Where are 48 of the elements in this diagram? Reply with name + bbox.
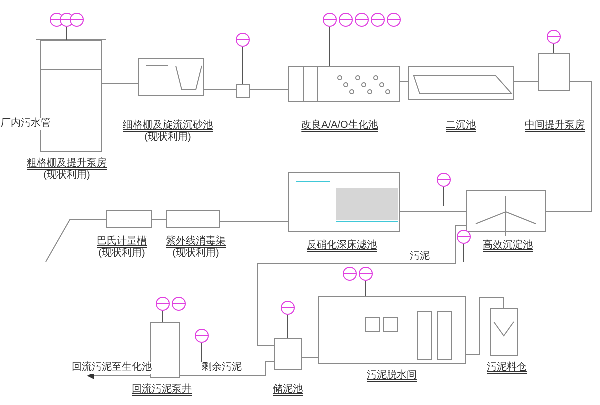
leader-line — [242, 46, 244, 84]
instrument-bubble — [343, 267, 357, 281]
instrument-bubble — [387, 13, 401, 27]
unit-name: 紫外线消毒渠 — [166, 236, 226, 248]
pipe-line — [546, 82, 592, 212]
unit-name: 细格栅及旋流沉砂池 — [123, 120, 213, 132]
instrument-bubble — [70, 13, 84, 27]
instrument-bubble — [359, 267, 373, 281]
unit-name: 回流污泥泵井 — [132, 384, 192, 396]
instrument-bubble — [371, 13, 385, 27]
edge-label: 污泥 — [409, 251, 431, 263]
instrument-bubble — [547, 30, 561, 44]
instrument-bubble — [457, 230, 471, 244]
instrument-bubble — [50, 13, 64, 27]
unit-note: (现状利用) — [172, 248, 220, 260]
pipe-line — [258, 226, 466, 346]
unit-name: 储泥池 — [273, 384, 303, 396]
unit-note: (现状利用) — [144, 132, 192, 144]
instrument-bubble — [281, 301, 295, 315]
unit-name: 粗格栅及提升泵房 — [27, 158, 107, 170]
unit-name: 中间提升泵房 — [525, 120, 585, 132]
instrument-bubble — [323, 13, 337, 27]
unit-name: 巴氏计量槽 — [97, 236, 147, 248]
unit-name: 二沉池 — [446, 120, 476, 132]
unit-name: 高效沉淀池 — [483, 240, 533, 252]
pump-well — [236, 84, 250, 98]
instrument-bubble — [355, 13, 369, 27]
instrument-bubble — [437, 173, 451, 187]
edge-label: 回流污泥至生化池 — [71, 362, 153, 374]
unit-name: 污泥脱水间 — [367, 370, 417, 382]
pipe-line — [180, 362, 274, 376]
edge-label: 厂内污水管 — [0, 118, 52, 130]
unit-note: (现状利用) — [98, 248, 146, 260]
pipe-line — [87, 372, 150, 380]
unit-name: 反硝化深床滤池 — [307, 240, 377, 252]
leader-line — [66, 26, 68, 40]
unit-name: 污泥料仓 — [487, 362, 527, 374]
instrument-bubble — [195, 329, 209, 343]
pipe-line — [466, 298, 504, 356]
edge-label: 剩余污泥 — [201, 362, 243, 374]
instrument-bubble — [236, 33, 250, 47]
instrument-bubble — [172, 297, 186, 311]
leader-line — [162, 310, 164, 322]
instrument-bubble — [156, 297, 170, 311]
instrument-bubble — [339, 13, 353, 27]
unit-note: (现状利用) — [44, 170, 90, 182]
unit-name: 改良A/A/O生化池 — [302, 120, 378, 132]
pipe-line — [46, 220, 106, 262]
